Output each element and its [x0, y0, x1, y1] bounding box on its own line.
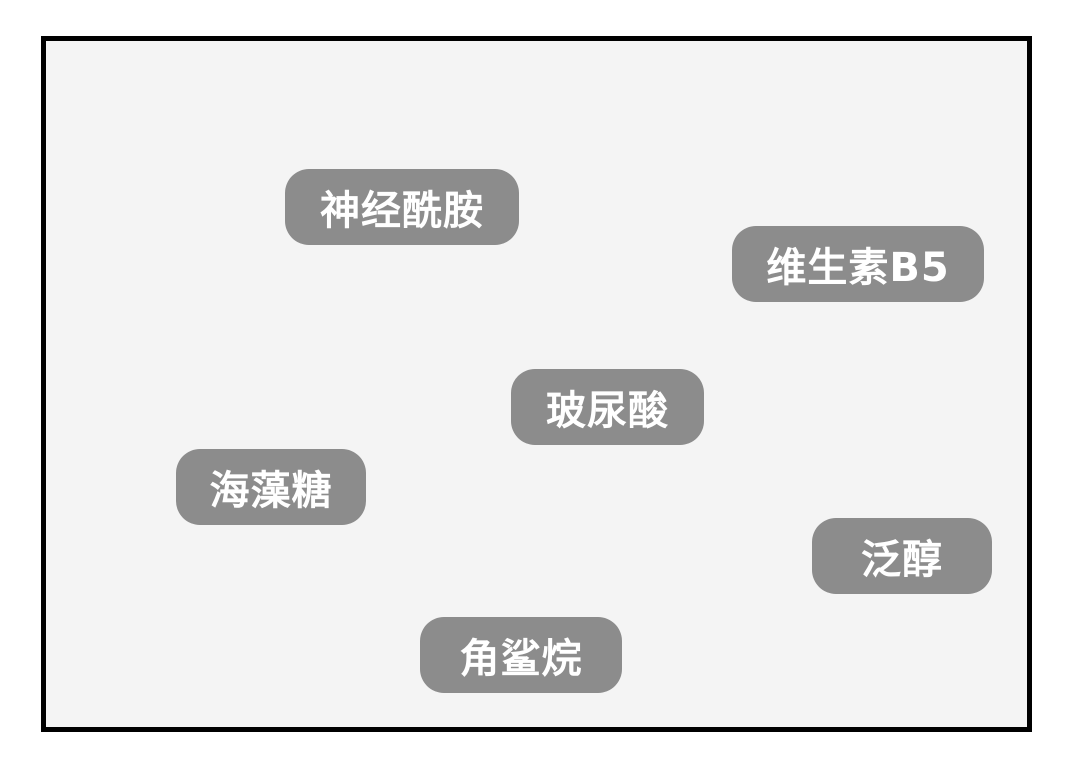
tag-panthenol: 泛醇: [812, 518, 992, 594]
ingredient-panel: 神经酰胺 维生素B5 玻尿酸 海藻糖 泛醇 角鲨烷: [41, 36, 1032, 732]
tag-squalane: 角鲨烷: [420, 617, 622, 693]
tag-vitamin-b5: 维生素B5: [732, 226, 984, 302]
tag-trehalose: 海藻糖: [176, 449, 366, 525]
tag-hyaluronic-acid: 玻尿酸: [511, 369, 704, 445]
tag-ceramide: 神经酰胺: [285, 169, 519, 245]
